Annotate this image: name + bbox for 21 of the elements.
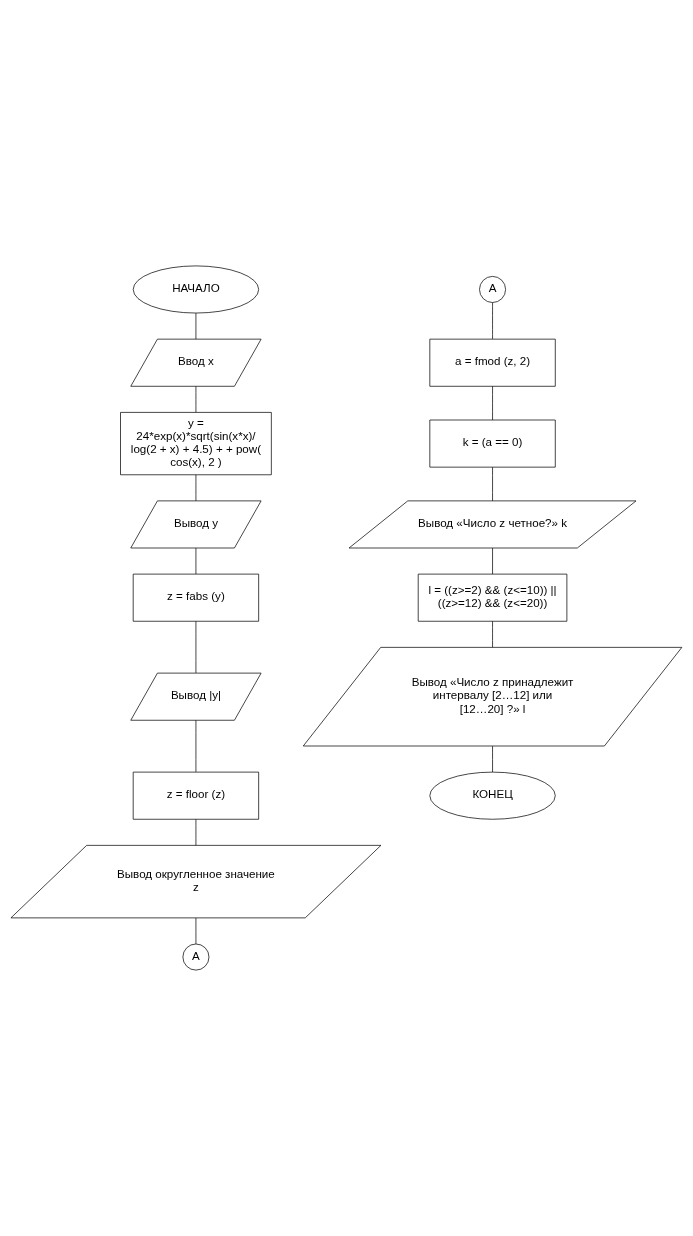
connector [492,386,493,421]
connector [195,620,197,674]
node-box: l = ((z>=2) && (z<=10)) || ((z>=12) && (z<=20)) [417,573,568,622]
connector [492,547,493,575]
connector [492,466,493,502]
connector [195,917,197,945]
connector [195,818,197,846]
connector [492,620,493,648]
node-box: z = fabs (y) [132,573,260,622]
node-ellipse: НАЧАЛО [132,265,260,314]
connector [195,386,197,413]
node-box: a = fmod (z, 2) [429,338,556,387]
node-box: z = floor (z) [132,771,260,820]
node-circle: A [182,943,210,971]
connector [492,302,493,340]
connector [492,745,493,773]
node-circle: A [479,276,506,303]
node-ellipse: КОНЕЦ [429,771,556,820]
node-box: k = (a == 0) [429,419,556,468]
connector [195,719,197,773]
node-box: y = 24*exp(x)*sqrt(sin(x*x)/ log(2 + x) + 4.5) + + pow( cos(x), 2 ) [120,412,272,476]
